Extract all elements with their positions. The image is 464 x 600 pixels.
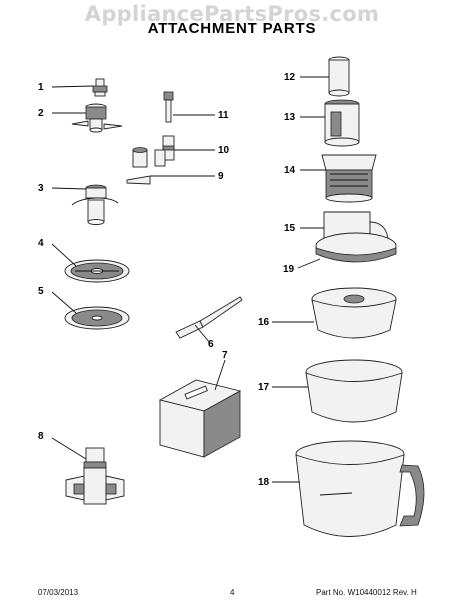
part-2-drawing	[71, 103, 123, 133]
callout-18: 18	[258, 477, 270, 488]
part-8-drawing	[65, 447, 125, 505]
page-title: ATTACHMENT PARTS	[147, 20, 317, 37]
part-9-drawing	[126, 147, 166, 185]
footer-page-number: 4	[230, 588, 235, 597]
callout-4: 4	[38, 238, 44, 249]
part-10-drawing	[162, 135, 175, 161]
callout-9: 9	[218, 171, 224, 182]
part-15-drawing	[315, 211, 397, 263]
callout-12: 12	[284, 72, 296, 83]
part-6-drawing	[175, 296, 243, 339]
part-14-drawing	[321, 154, 377, 203]
callout-3: 3	[38, 183, 44, 194]
part-5-drawing	[64, 306, 130, 330]
callout-5: 5	[38, 286, 44, 297]
footer-part-number: Part No. W10440012 Rev. H	[316, 588, 417, 597]
callout-2: 2	[38, 108, 44, 119]
part-1-drawing	[92, 78, 108, 97]
part-12-drawing	[328, 56, 350, 97]
callout-6: 6	[208, 339, 214, 350]
watermark: AppliancePartsPros.com	[84, 2, 380, 26]
part-16-drawing	[311, 287, 397, 339]
part-18-drawing	[295, 440, 425, 537]
callout-19: 19	[283, 264, 295, 275]
callout-15: 15	[284, 223, 296, 234]
part-13-drawing	[324, 99, 360, 147]
callout-16: 16	[258, 317, 270, 328]
callout-13: 13	[284, 112, 296, 123]
part-4-drawing	[64, 259, 130, 283]
callout-1: 1	[38, 82, 44, 93]
part-11-drawing	[163, 91, 174, 123]
callout-14: 14	[284, 165, 296, 176]
footer-date: 07/03/2013	[38, 588, 79, 597]
part-17-drawing	[305, 359, 403, 423]
callout-7: 7	[222, 350, 228, 361]
callout-11: 11	[218, 110, 229, 121]
callout-10: 10	[218, 145, 230, 156]
part-7-drawing	[158, 379, 242, 458]
leader-lines	[51, 76, 329, 483]
callout-8: 8	[38, 431, 44, 442]
part-3-drawing	[71, 184, 119, 225]
callout-17: 17	[258, 382, 270, 393]
